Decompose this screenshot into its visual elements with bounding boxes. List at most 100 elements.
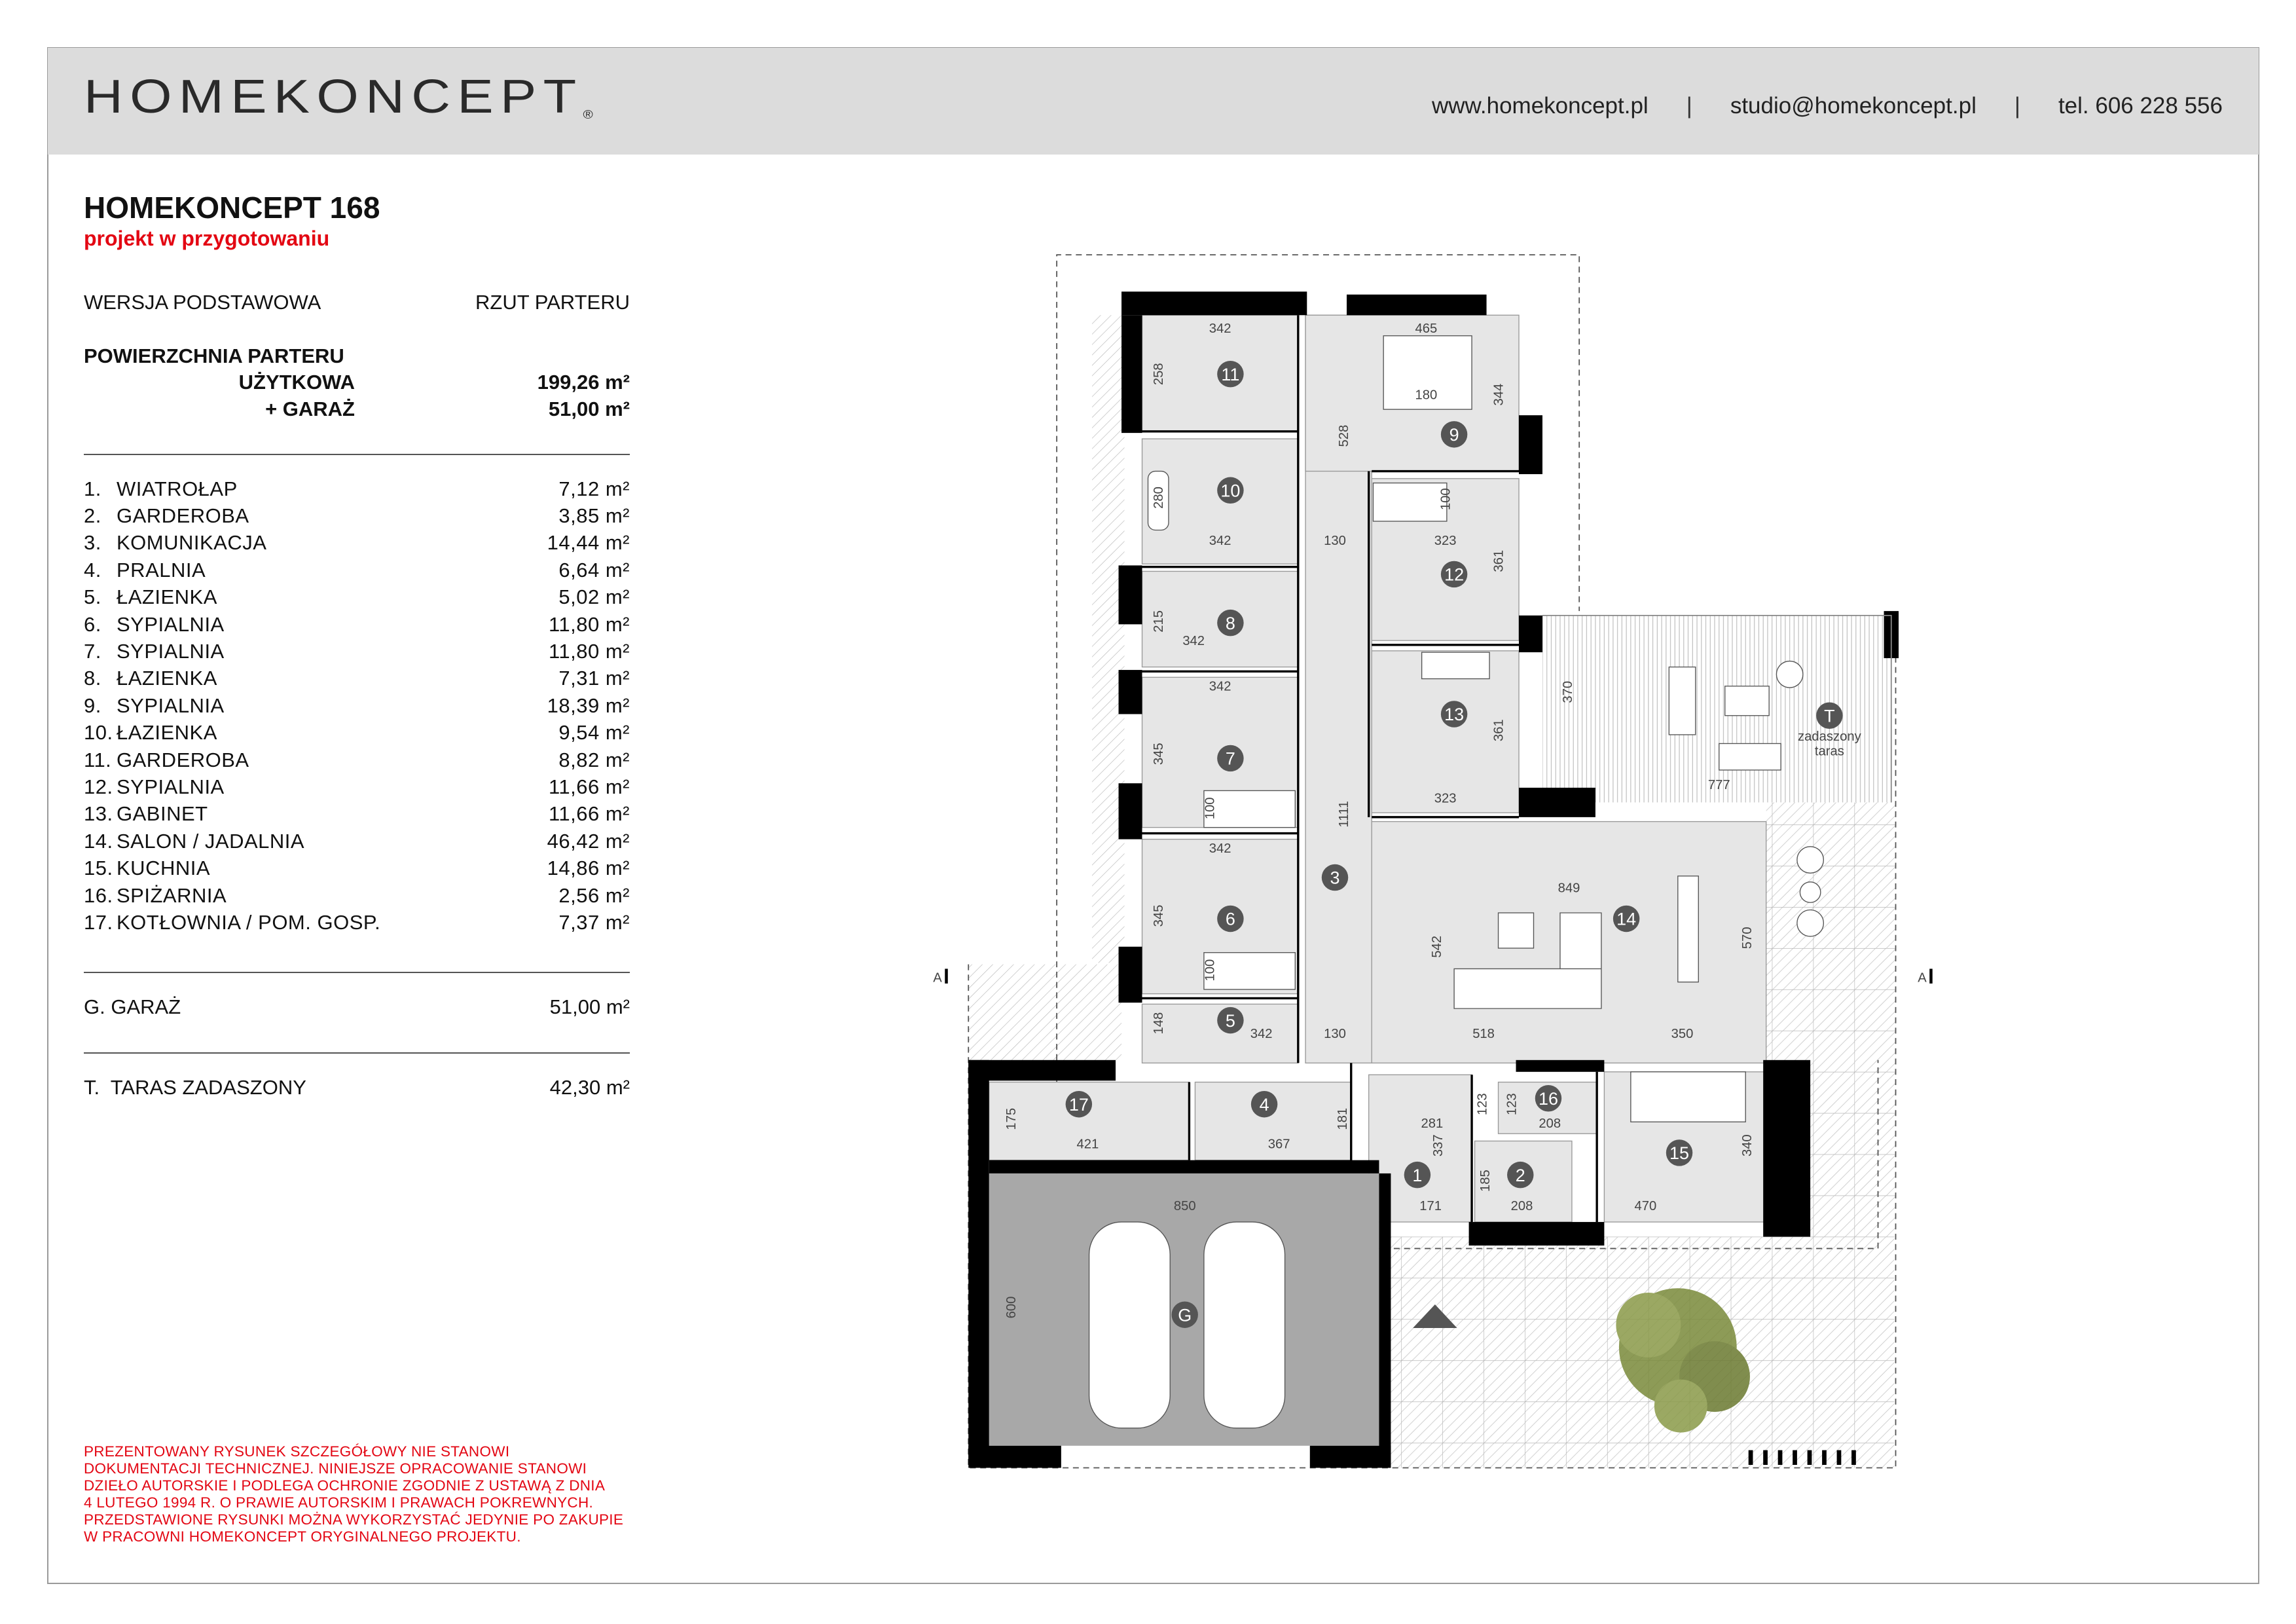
room-marker-label: 1	[1412, 1166, 1422, 1185]
room-marker-label: 8	[1226, 614, 1235, 633]
dimension-label: 337	[1431, 1134, 1446, 1156]
room-number: 8.	[84, 667, 101, 690]
dimension-label: 345	[1152, 743, 1166, 765]
project-status: projekt w przygotowaniu	[84, 227, 330, 250]
room-name: GARDEROBA	[117, 748, 249, 771]
room-marker-label: 14	[1616, 910, 1636, 929]
header-bar	[48, 48, 2259, 155]
terrace-edge	[1542, 614, 1892, 803]
separator: |	[1686, 93, 1692, 119]
dimension-label: 340	[1740, 1134, 1755, 1156]
wall	[1346, 294, 1487, 316]
room-area: 18,39 m²	[547, 693, 630, 717]
dimension-label: 850	[1174, 1199, 1196, 1213]
website-link[interactable]: www.homekoncept.pl	[1431, 93, 1649, 119]
wall	[1121, 315, 1142, 434]
dimension-label: 323	[1434, 534, 1457, 548]
dimension-label: 344	[1491, 384, 1506, 406]
room-list-item: 17.KOTŁOWNIA / POM. GOSP.7,37 m²	[84, 909, 630, 936]
room-name: KOTŁOWNIA / POM. GOSP.	[117, 910, 381, 934]
room-marker-badge	[1217, 905, 1244, 932]
room-marker-label: 7	[1226, 749, 1235, 769]
room-area: 11,66 m²	[548, 802, 630, 826]
wall	[1519, 615, 1542, 653]
divider	[84, 1052, 630, 1054]
room-number: 1.	[84, 477, 101, 500]
room-marker-badge	[1613, 905, 1640, 932]
chair-icon	[1776, 660, 1804, 688]
room-area: 9,54 m²	[558, 721, 630, 745]
room-marker-badge	[1217, 477, 1244, 504]
dimension-label: 849	[1558, 881, 1580, 896]
disclaimer-line: 4 LUTEGO 1994 R. O PRAWIE AUTORSKIM I PR…	[84, 1494, 594, 1511]
room-marker-label: 10	[1220, 481, 1240, 500]
tree-icon	[1616, 1288, 1750, 1433]
room-marker-badge	[1440, 421, 1468, 448]
wall	[1309, 1445, 1391, 1468]
room-marker-badge	[1440, 701, 1468, 728]
divider	[84, 972, 630, 973]
dimension-label: 100	[1438, 488, 1453, 510]
dimension-label: 421	[1076, 1137, 1099, 1152]
room-name: KOMUNIKACJA	[117, 531, 267, 555]
dimension-label: 185	[1478, 1170, 1493, 1192]
dimension-label: 208	[1539, 1116, 1561, 1131]
bed-icon	[1203, 790, 1296, 828]
room-marker-badge	[1507, 1161, 1534, 1189]
dimension-label: 342	[1209, 322, 1231, 336]
wall	[1118, 946, 1142, 1003]
terrace-row: T. TARAS ZADASZONY 42,30 m²	[84, 1075, 630, 1101]
room-area: 8,82 m²	[558, 748, 630, 771]
dimension-label: 600	[1004, 1297, 1019, 1319]
wall	[1118, 783, 1142, 840]
room-name: SYPIALNIA	[117, 693, 225, 717]
room-marker-badge	[1217, 1006, 1244, 1034]
room-name: WIATROŁAP	[117, 477, 238, 500]
room-number: 6.	[84, 612, 101, 636]
dimension-label: 100	[1203, 798, 1218, 820]
dimension-label: 215	[1152, 610, 1166, 633]
dimension-label: 518	[1472, 1027, 1495, 1041]
room-marker-label: 4	[1260, 1095, 1269, 1115]
usable-area-label: UŻYTKOWA	[238, 371, 355, 394]
room-name: ŁAZIENKA	[117, 585, 217, 609]
room-number: 14.	[84, 829, 113, 853]
dimension-label: 148	[1152, 1012, 1166, 1035]
dimension-label: 130	[1324, 1027, 1346, 1041]
wall	[1519, 787, 1595, 817]
room-number: 7.	[84, 640, 101, 663]
car-icon	[1088, 1221, 1171, 1429]
area-heading: POWIERZCHNIA PARTERU	[84, 344, 344, 367]
room-area: 11,66 m²	[548, 775, 630, 798]
room-number: 9.	[84, 693, 101, 717]
version-label: WERSJA PODSTAWOWA	[84, 291, 321, 314]
dimension-label: 208	[1511, 1199, 1533, 1213]
room-name: SYPIALNIA	[117, 775, 225, 798]
coffee-table-icon	[1497, 912, 1535, 949]
room-name: SYPIALNIA	[117, 612, 225, 636]
room-marker-label: 2	[1516, 1166, 1525, 1185]
room-area: 11,80 m²	[548, 640, 630, 663]
room-marker-label: 15	[1669, 1143, 1689, 1163]
room-marker-label: 3	[1330, 868, 1340, 888]
wall	[1118, 565, 1142, 625]
room-name: SPIŻARNIA	[117, 883, 227, 907]
room-marker-label: 5	[1226, 1011, 1235, 1031]
section-mark: A	[1918, 971, 1927, 986]
wall	[1516, 1060, 1605, 1072]
email-link[interactable]: studio@homekoncept.pl	[1730, 93, 1977, 119]
room-marker-label: 6	[1226, 910, 1235, 929]
dimension-label: 123	[1505, 1093, 1520, 1115]
phone-number: tel. 606 228 556	[2058, 93, 2223, 119]
chair-icon	[1799, 881, 1821, 903]
section-mark-bar	[945, 969, 948, 984]
